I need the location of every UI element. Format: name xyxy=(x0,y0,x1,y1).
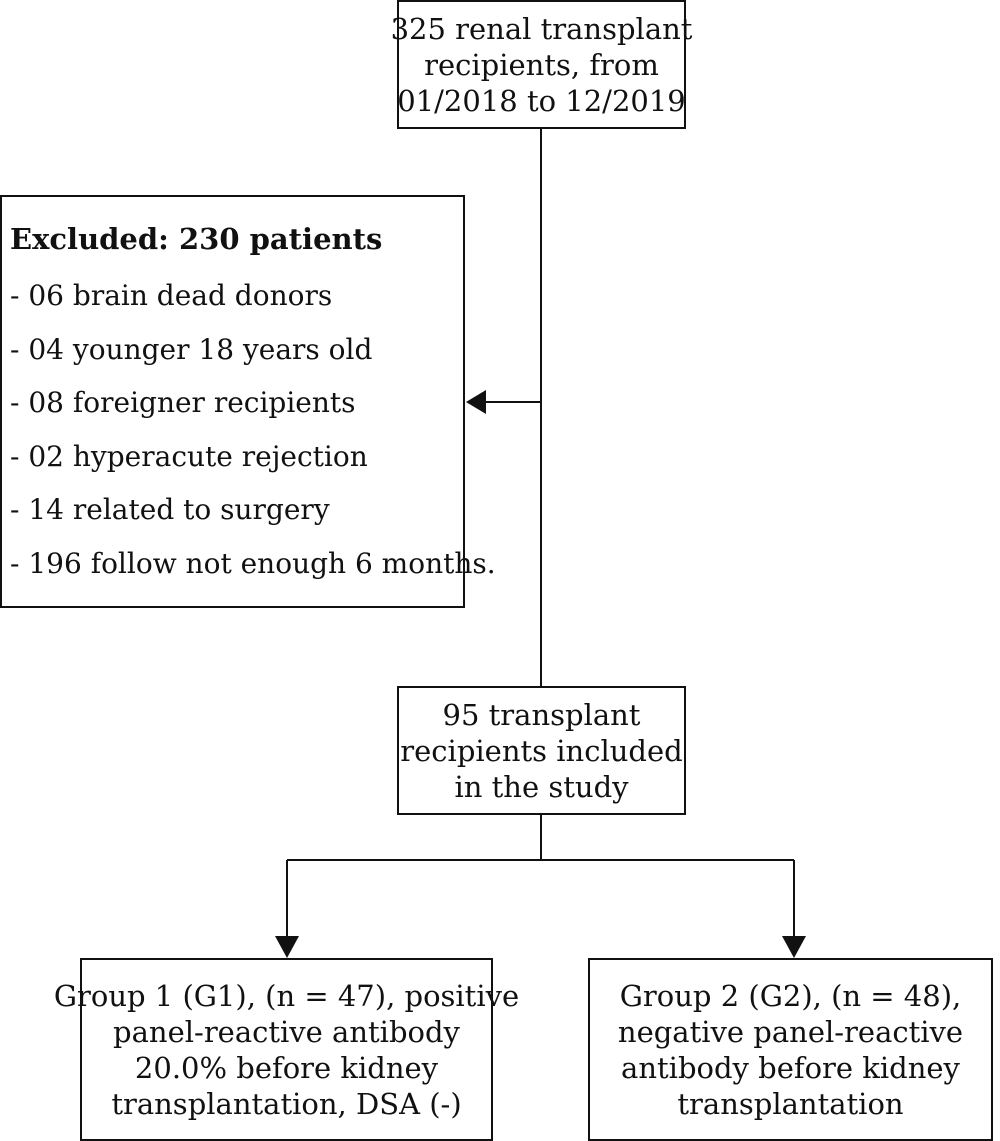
box-group-1: Group 1 (G1), (n = 47), positive panel-r… xyxy=(54,958,519,1141)
excluded-item: - 06 brain dead donors xyxy=(10,279,333,312)
box-text-line: negative panel-reactive xyxy=(617,1014,964,1049)
arrowhead-excluded xyxy=(466,390,486,414)
box-text-line: recipients, from xyxy=(424,47,659,82)
excluded-item: - 08 foreigner recipients xyxy=(10,386,356,419)
box-text-line: 325 renal transplant xyxy=(390,11,693,46)
box-text-line: panel-reactive antibody xyxy=(113,1014,460,1049)
arrowhead-group1 xyxy=(275,936,299,958)
box-text-line: recipients included xyxy=(400,733,683,768)
excluded-item: - 196 follow not enough 6 months. xyxy=(10,546,496,580)
box-excluded: Excluded: 230 patients - 06 brain dead d… xyxy=(0,195,496,608)
box-text-line: transplantation, DSA (-) xyxy=(111,1086,462,1121)
box-all-recipients: 325 renal transplant recipients, from 01… xyxy=(391,0,692,129)
excluded-item: - 14 related to surgery xyxy=(10,493,330,526)
box-text-line: antibody before kidney xyxy=(621,1050,960,1085)
box-text-line: in the study xyxy=(454,769,629,804)
box-included: 95 transplant recipients included in the… xyxy=(397,686,686,815)
box-text-line: transplantation xyxy=(677,1086,904,1121)
excluded-title: Excluded: 230 patients xyxy=(10,222,383,256)
box-text-line: Group 2 (G2), (n = 48), xyxy=(619,978,962,1013)
excluded-item: - 02 hyperacute rejection xyxy=(10,439,368,473)
box-text-line: Group 1 (G1), (n = 47), positive xyxy=(53,978,520,1013)
box-text-line: 20.0% before kidney xyxy=(134,1050,439,1085)
arrowhead-group2 xyxy=(782,936,806,958)
box-text-line: 95 transplant xyxy=(442,697,641,732)
box-group-2: Group 2 (G2), (n = 48), negative panel-r… xyxy=(588,958,993,1141)
excluded-item: - 04 younger 18 years old xyxy=(10,332,373,366)
box-text-line: 01/2018 to 12/2019 xyxy=(397,83,686,118)
